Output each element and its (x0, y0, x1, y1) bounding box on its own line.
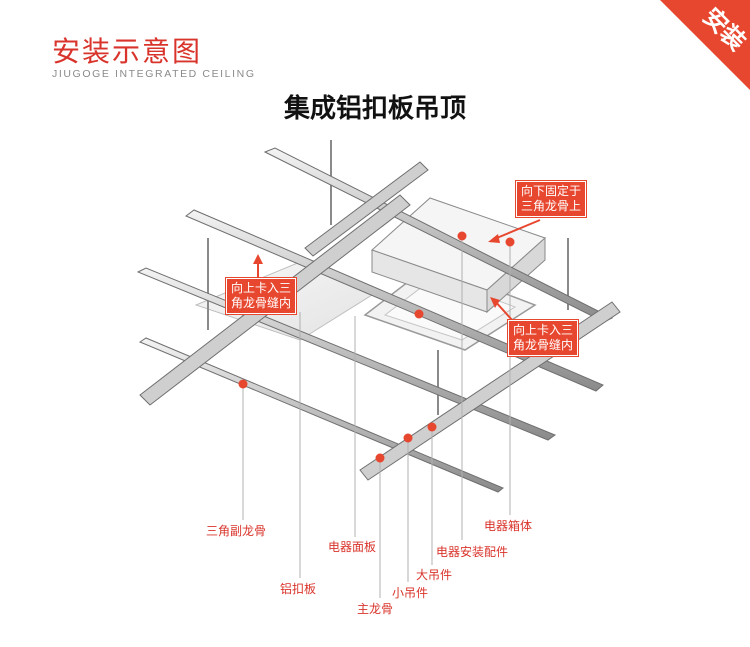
callout-clip-up-left-line-2: 角龙骨缝内 (231, 296, 292, 310)
corner-triangle-shape (660, 0, 750, 90)
callout-clip-up-left: 向上卡入三 角龙骨缝内 (226, 278, 297, 314)
label-appliance-panel: 电器面板 (328, 540, 377, 554)
main-keel-4 (138, 337, 504, 493)
arrow-fix-down (491, 219, 541, 241)
label-large-hanger: 大吊件 (416, 568, 453, 582)
triangle-sub-keel-1 (304, 161, 429, 257)
marker-dot (403, 433, 413, 443)
marker-dot (457, 231, 467, 241)
brand-title: 安装示意图 (52, 35, 203, 68)
label-small-hanger: 小吊件 (392, 586, 429, 600)
label-aluminum-panel: 铝扣板 (280, 582, 317, 596)
appliance-panel-inner (383, 276, 517, 341)
main-keel-1 (263, 147, 614, 323)
arrow-fix-down-head (488, 234, 500, 243)
marker-dot (414, 309, 424, 319)
marker-dot (505, 237, 515, 247)
brand-subtitle: JIUGOGE INTEGRATED CEILING (52, 68, 256, 80)
marker-dot (238, 379, 248, 389)
callout-clip-up-right: 向上卡入三 角龙骨缝内 (508, 320, 579, 356)
corner-badge: 安装 (630, 0, 750, 120)
callout-clip-up-right-line-1: 向上卡入三 (513, 323, 574, 337)
label-appliance-box: 电器箱体 (484, 519, 533, 533)
callout-fix-down: 向下固定于 三角龙骨上 (516, 181, 587, 217)
arrow-clip-up-left-head (253, 254, 263, 264)
callout-fix-down-line-2: 三角龙骨上 (521, 199, 582, 213)
main-title: 集成铝扣板吊顶 (283, 94, 466, 124)
label-appliance-fitting: 电器安装配件 (436, 545, 509, 559)
label-triangle-sub-keel: 三角副龙骨 (206, 524, 267, 538)
label-main-keel: 主龙骨 (357, 602, 394, 616)
callout-fix-down-line-1: 向下固定于 (521, 184, 582, 198)
marker-dot (375, 453, 385, 463)
callout-clip-up-left-line-1: 向上卡入三 (231, 281, 292, 295)
main-keel-2 (185, 209, 604, 392)
callout-clip-up-right-line-2: 角龙骨缝内 (513, 338, 574, 352)
marker-dot (427, 422, 437, 432)
arrow-clip-up-right-head (490, 297, 500, 308)
